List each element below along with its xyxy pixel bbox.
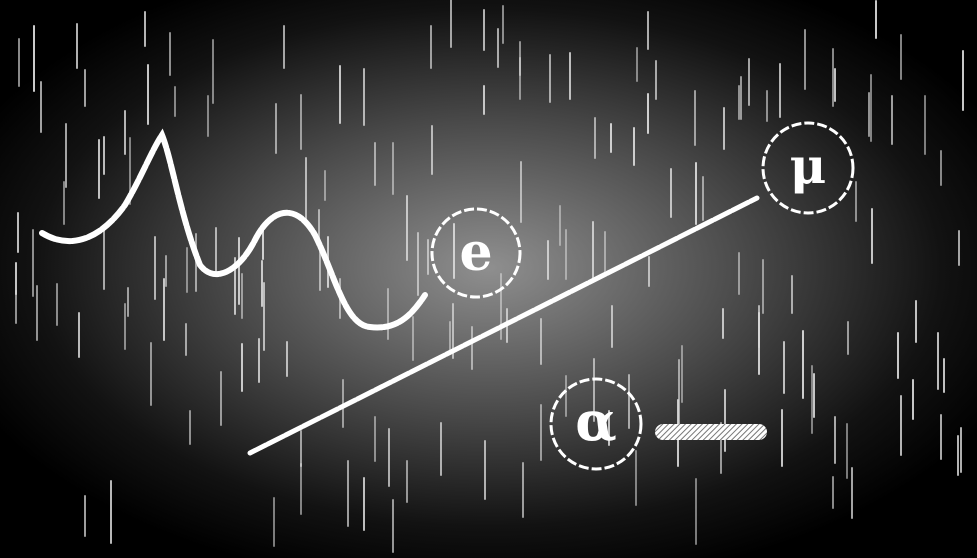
electron-symbol: e <box>459 222 492 283</box>
alpha-symbol: α <box>575 389 617 453</box>
muon-symbol: μ <box>790 136 827 195</box>
alpha-track <box>655 424 767 440</box>
